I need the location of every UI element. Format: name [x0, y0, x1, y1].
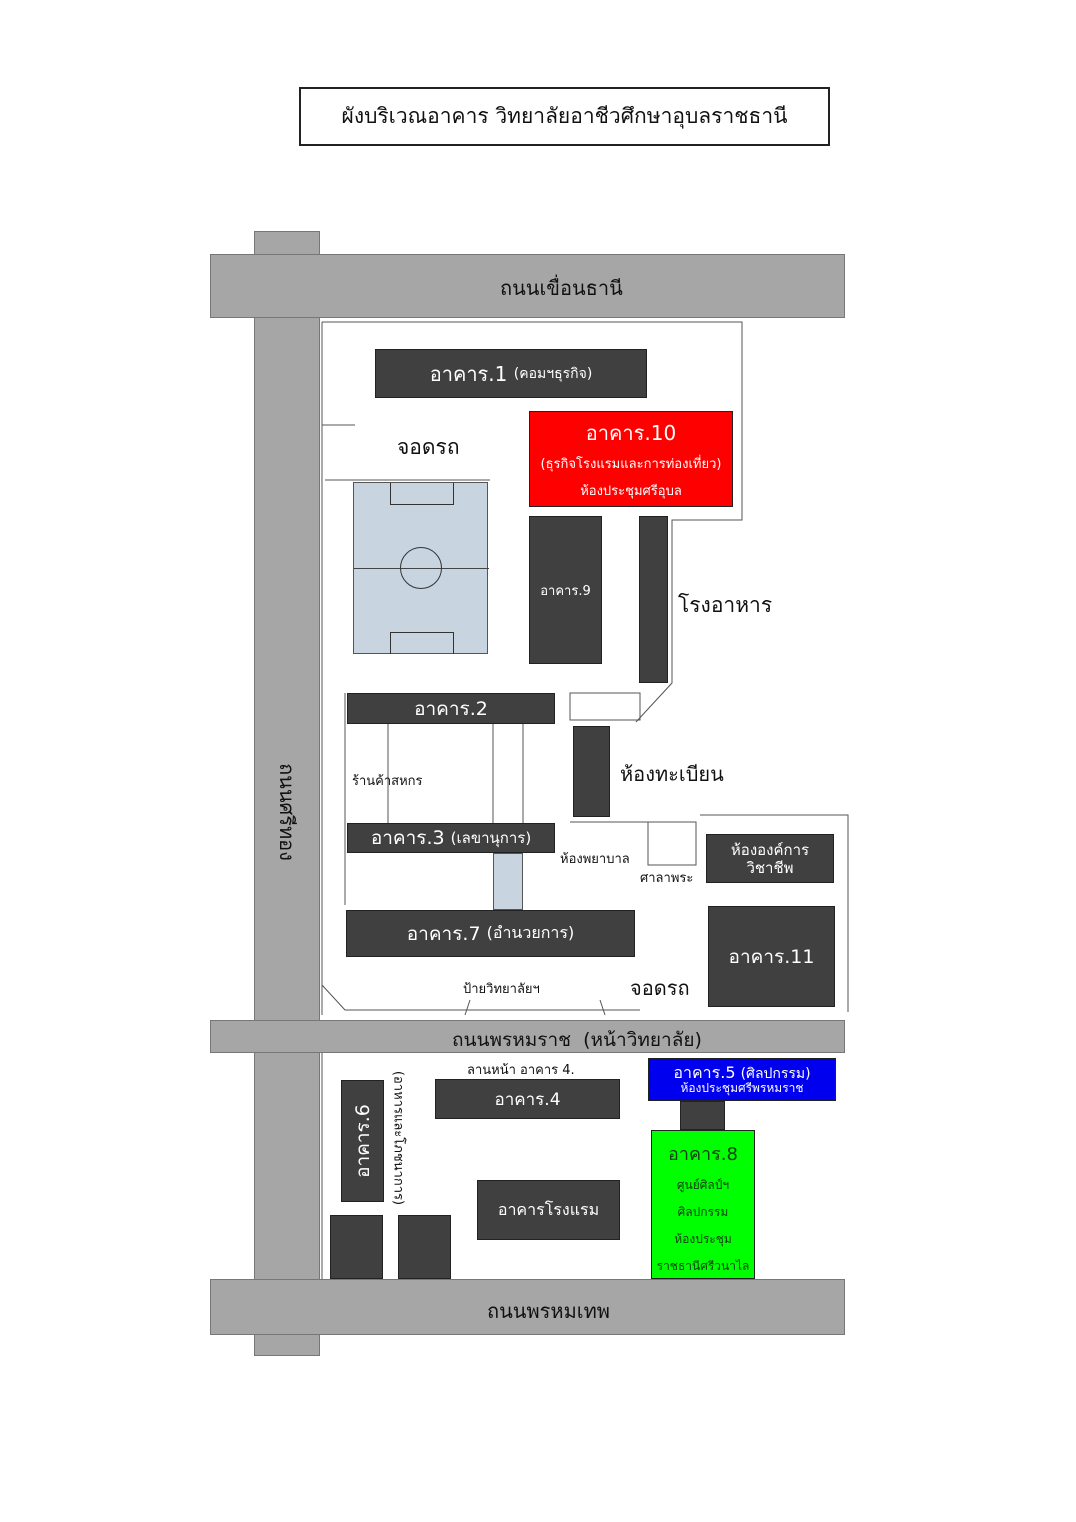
building-4-yard-label: ลานหน้า อาคาร 4.: [467, 1063, 575, 1078]
road-label-middle: ถนนพรหมราช (หน้าวิทยาลัย): [452, 1029, 702, 1051]
college-sign-label: ป้ายวิทยาลัยฯ: [463, 982, 540, 997]
building-10[interactable]: อาคาร.10 (ธุรกิจโรงแรมและการท่องเที่ยว) …: [529, 411, 733, 507]
canteen-label: โรงอาหาร: [678, 593, 773, 617]
parking-label-top: จอดรถ: [397, 435, 460, 459]
building-1[interactable]: อาคาร.1 (คอมฯธุรกิจ): [375, 349, 647, 398]
building-8[interactable]: อาคาร.8 ศูนย์ศิลป์ฯ ศิลปกรรม ห้องประชุม …: [651, 1130, 755, 1279]
small-building-left[interactable]: [330, 1215, 383, 1279]
building-2[interactable]: อาคาร.2: [347, 693, 555, 724]
coop-store-label: ร้านค้าสหกร: [352, 774, 423, 789]
covered-walkway: [493, 853, 523, 910]
vocational-org-room[interactable]: ห้ององค์การวิชาชีพ: [706, 834, 834, 883]
building-7[interactable]: อาคาร.7 (อำนวยการ): [346, 910, 635, 957]
road-phrom-thep: [210, 1279, 845, 1335]
building-3[interactable]: อาคาร.3 (เลขานุการ): [347, 823, 555, 853]
football-field: [353, 482, 489, 654]
road-khuean-thani: [210, 254, 845, 318]
building-11[interactable]: อาคาร.11: [708, 906, 835, 1007]
building-6[interactable]: อาคาร.6: [341, 1080, 384, 1202]
building-9[interactable]: อาคาร.9: [529, 516, 602, 664]
hotel-building[interactable]: อาคารโรงแรม: [477, 1180, 620, 1240]
road-phrom-rat: [210, 1020, 845, 1053]
building-5[interactable]: อาคาร.5 (ศิลปกรรม) ห้องประชุมศรีพรหมราช: [648, 1058, 836, 1101]
road-label-top: ถนนเขื่อนธานี: [500, 276, 623, 300]
map-title: ผังบริเวณอาคาร วิทยาลัยอาชีวศึกษาอุบลราช…: [299, 87, 830, 146]
building-4[interactable]: อาคาร.4: [435, 1079, 620, 1119]
registrar-label: ห้องทะเบียน: [620, 762, 724, 786]
small-building-right[interactable]: [398, 1215, 451, 1279]
registrar-building[interactable]: [573, 726, 610, 817]
canteen-building[interactable]: [639, 516, 668, 683]
nurse-room-label: ห้องพยาบาล: [560, 852, 630, 867]
food-nutrition-label: (อาหารและโภชนาการ): [390, 1070, 406, 1206]
road-label-left: ถนนศรีทอง: [275, 763, 299, 861]
road-label-bottom: ถนนพรหมเทพ: [487, 1299, 610, 1323]
building-5-8-link: [680, 1101, 725, 1130]
road-sri-thong: [254, 231, 320, 1356]
shrine-label: ศาลาพระ: [640, 871, 694, 886]
parking-label-bottom: จอดรถ: [630, 976, 690, 1000]
